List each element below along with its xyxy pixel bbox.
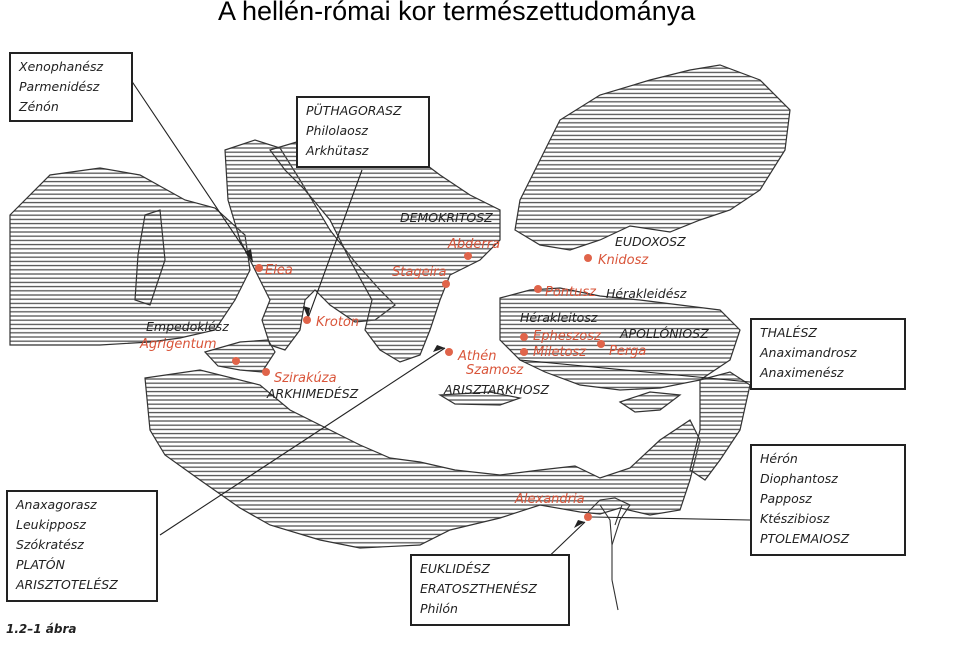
alexandrian-mathematicians-name: ERATOSZTHENÉSZ <box>420 581 537 596</box>
levant-land <box>689 371 751 481</box>
alexandrian-engineers-name: PTOLEMAIOSZ <box>760 531 850 546</box>
crete-land <box>438 391 523 406</box>
pontusz-dot <box>534 285 542 293</box>
alexandrian-engineers-box: Hérón Diophantosz Papposz Ktészibiosz PT… <box>750 444 906 556</box>
city-dots <box>232 252 605 521</box>
epheszosz-dot <box>520 333 528 341</box>
perga-label: Perga <box>609 344 646 359</box>
eleatic-name: Xenophanész <box>19 59 104 74</box>
herakleitosz-label: Hérakleitosz <box>520 310 598 325</box>
alexandrian-mathematicians-name: Philón <box>420 601 458 616</box>
black-sea-north-land <box>514 64 791 251</box>
leader-alexandrian-engineers <box>591 516 751 521</box>
abderra-dot <box>464 252 472 260</box>
eleatic-name: Zénón <box>19 99 59 114</box>
pythagorean-box: PÜTHAGORASZ Philolaosz Arkhütasz <box>296 96 430 168</box>
perga-dot <box>597 340 605 348</box>
alexandrian-engineers-name: Hérón <box>760 451 798 466</box>
africa-land <box>144 369 701 549</box>
arkhimedesz-label: ARKHIMEDÉSZ <box>266 386 359 401</box>
leader-pythagorean <box>307 169 363 319</box>
miletosz-label: Miletosz <box>533 345 587 360</box>
alexandrian-mathematicians-box: EUKLIDÉSZ ERATOSZTHENÉSZ Philón <box>410 554 570 626</box>
alexandrian-engineers-name: Ktészibiosz <box>760 511 830 526</box>
athenian-name: ARISZTOTELÉSZ <box>16 577 118 592</box>
eleatic-name: Parmenidész <box>19 79 100 94</box>
pythagorean-name: Philolaosz <box>306 123 368 138</box>
arrow-heads <box>245 249 585 528</box>
agrigentum-label: Agrigentum <box>139 337 217 352</box>
pontusz-label: Pontusz <box>545 285 597 300</box>
athenian-box: Anaxagorasz Leukipposz Szókratész PLATÓN… <box>6 490 158 602</box>
sardinia-corsica-land <box>134 209 166 306</box>
szirakuza-label: Szirakúza <box>274 371 337 386</box>
iberia-gaul-land <box>9 167 251 346</box>
kroton-dot <box>303 316 311 324</box>
athenian-name: PLATÓN <box>16 557 65 572</box>
agrigentum-dot <box>232 357 240 365</box>
philosopher-labels: DEMOKRITOSZ EUDOXOSZ Hérakleidész Hérakl… <box>146 210 709 401</box>
city-labels: Elea Kroton Agrigentum Szirakúza Stageir… <box>139 237 649 507</box>
stageira-label: Stageira <box>392 265 447 280</box>
herakleidesz-label: Hérakleidész <box>606 286 687 301</box>
stageira-dot <box>442 280 450 288</box>
apollonioszp-label: APOLLÓNIOSZ <box>619 326 709 341</box>
alexandria-label: Alexandria <box>514 492 585 507</box>
demokritosz-label: DEMOKRITOSZ <box>400 210 493 225</box>
athen-dot <box>445 348 453 356</box>
arisztarkhosz-label: ARISZTARKHOSZ <box>443 382 550 397</box>
leader-milesian <box>519 359 751 383</box>
alexandria-dot <box>584 513 592 521</box>
miletosz-dot <box>520 348 528 356</box>
empedoklesz-label: Empedoklész <box>146 319 229 334</box>
knidosz-dot <box>584 254 592 262</box>
elea-dot <box>255 264 263 272</box>
szamosz-label: Szamosz <box>466 363 524 378</box>
pythagorean-name: Arkhütasz <box>306 143 369 158</box>
nile-delta <box>587 497 631 611</box>
alexandrian-engineers-name: Papposz <box>760 491 812 506</box>
pythagorean-name: PÜTHAGORASZ <box>306 103 402 118</box>
anatomy-land <box>499 287 741 391</box>
milesian-name: THALÉSZ <box>760 325 817 340</box>
sicily-land <box>203 339 276 373</box>
milesian-name: Anaximenész <box>760 365 844 380</box>
knidosz-label: Knidosz <box>598 253 649 268</box>
szirakuza-dot <box>262 368 270 376</box>
alexandrian-engineers-name: Diophantosz <box>760 471 838 486</box>
athenian-name: Szókratész <box>16 537 84 552</box>
milesian-name: Anaximandrosz <box>760 345 857 360</box>
athenian-name: Anaxagorasz <box>16 497 97 512</box>
kroton-label: Kroton <box>316 315 359 330</box>
figure-caption: 1.2–1 ábra <box>6 622 77 636</box>
cyprus-land <box>618 391 682 413</box>
athenian-name: Leukipposz <box>16 517 86 532</box>
alexandrian-mathematicians-name: EUKLIDÉSZ <box>420 561 490 576</box>
milesian-box: THALÉSZ Anaximandrosz Anaximenész <box>750 318 906 390</box>
athen-label: Athén <box>457 349 496 364</box>
leader-athenian <box>159 347 446 536</box>
epheszosz-label: Epheszosz <box>533 329 602 344</box>
elea-label: Elea <box>265 263 293 278</box>
abderra-label: Abderra <box>447 237 500 252</box>
eudoxosz-label: EUDOXOSZ <box>615 234 686 249</box>
connector-lines <box>130 79 751 566</box>
leader-eleatic <box>130 79 254 263</box>
land-masses <box>9 64 791 549</box>
eleatic-box: Xenophanész Parmenidész Zénón <box>9 52 133 122</box>
page-title: A hellén-római kor természettudománya <box>218 0 696 26</box>
